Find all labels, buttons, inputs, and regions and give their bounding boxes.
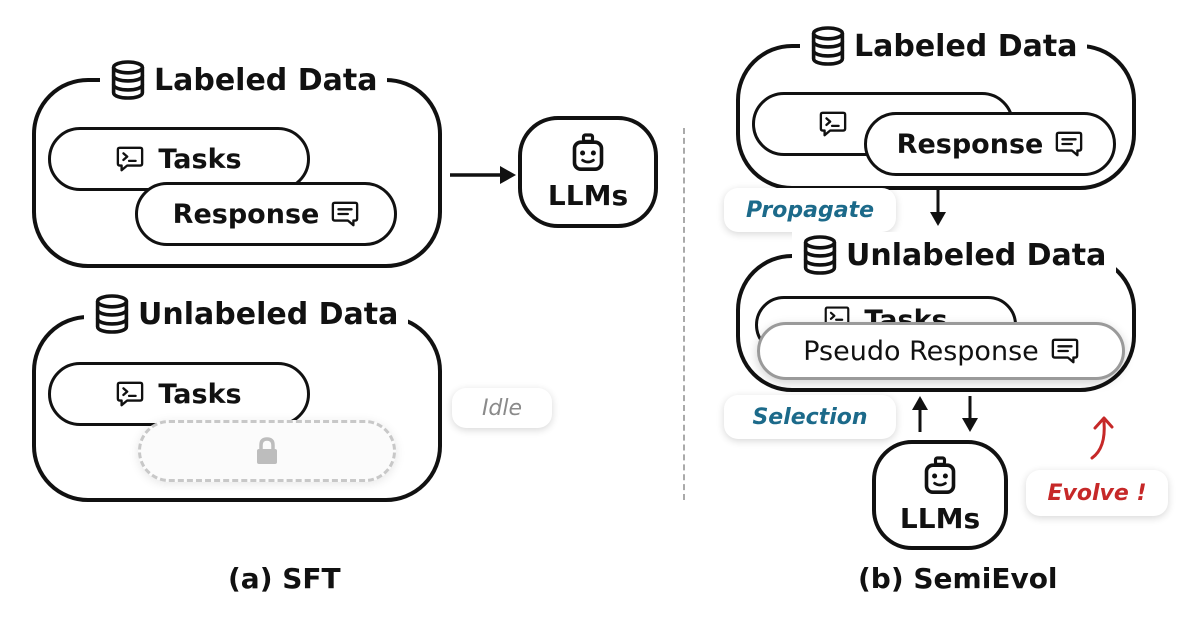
sft-labeled-title: Labeled Data	[100, 58, 388, 102]
database-icon	[810, 26, 846, 66]
sft-response-pill: Response	[135, 182, 397, 246]
semi-response-pill: Response	[864, 112, 1116, 176]
sft-tasks-pill: Tasks	[48, 127, 310, 191]
message-icon	[1055, 130, 1083, 158]
robot-icon	[570, 133, 606, 173]
caption-semievol: (b) SemiEvol	[858, 562, 1058, 595]
propagate-tag: Propagate	[724, 188, 896, 232]
sft-unlabeled-tasks-pill: Tasks	[48, 362, 310, 426]
idle-tag: Idle	[452, 388, 552, 428]
sft-unlabeled-title: Unlabeled Data	[84, 292, 409, 336]
curved-arrow-icon	[1090, 416, 1114, 460]
caption-sft: (a) SFT	[228, 562, 341, 595]
terminal-chat-icon	[116, 145, 144, 173]
database-icon	[110, 60, 146, 100]
selection-tag: Selection	[724, 395, 896, 439]
sft-locked-response-pill	[138, 420, 396, 482]
semi-labeled-title: Labeled Data	[800, 22, 1088, 70]
robot-icon	[922, 456, 958, 496]
semi-llm-box: LLMs	[872, 440, 1008, 550]
semi-unlabeled-title: Unlabeled Data	[792, 232, 1117, 278]
panel-divider	[683, 128, 685, 500]
database-icon	[94, 294, 130, 334]
sft-llm-box: LLMs	[518, 116, 658, 228]
arrow-right-icon	[450, 166, 516, 184]
arrow-up-icon	[912, 396, 928, 432]
arrow-down-icon	[930, 190, 946, 226]
pseudo-response-pill: Pseudo Response	[757, 322, 1125, 380]
terminal-chat-icon	[819, 110, 847, 138]
terminal-chat-icon	[116, 380, 144, 408]
arrow-down-icon	[962, 396, 978, 432]
database-icon	[802, 235, 838, 275]
message-icon	[1051, 337, 1079, 365]
lock-icon	[252, 436, 282, 466]
message-icon	[331, 200, 359, 228]
evolve-tag: Evolve !	[1026, 470, 1168, 516]
